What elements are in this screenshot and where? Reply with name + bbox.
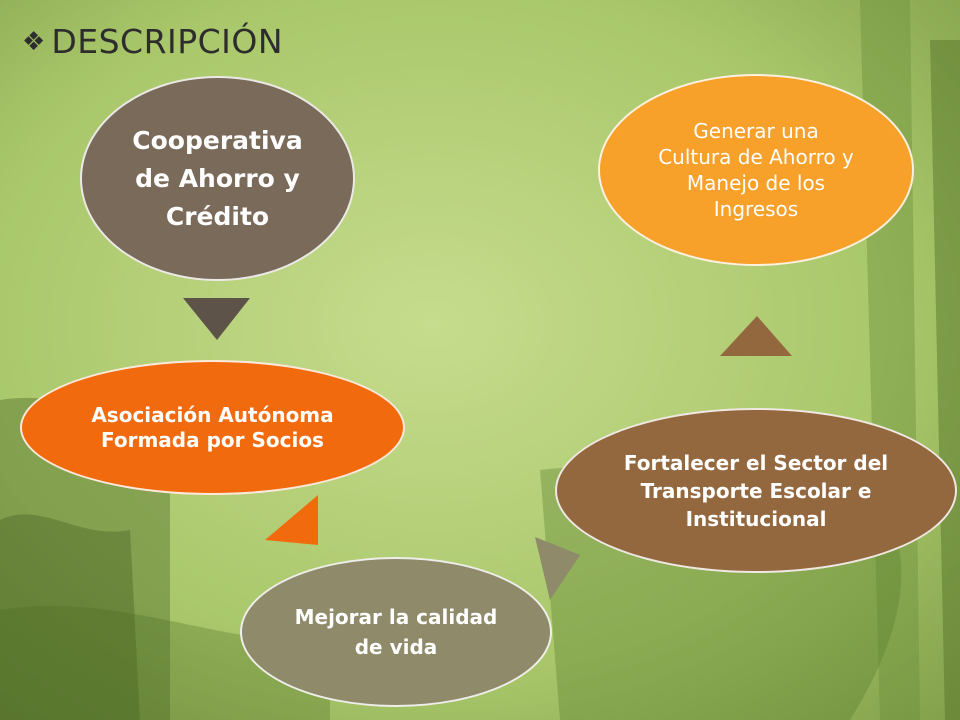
node-cooperativa: Cooperativa de Ahorro y Crédito (80, 76, 355, 281)
diamond-bullet-icon: ❖ (22, 26, 46, 57)
node-label: Cooperativa de Ahorro y Crédito (132, 125, 303, 231)
node-label: Asociación Autónoma Formada por Socios (91, 402, 334, 452)
node-label: Fortalecer el Sector del Transporte Esco… (623, 450, 889, 531)
arrow-gray-icon (535, 537, 580, 600)
node-label: Mejorar la calidad de vida (294, 605, 498, 659)
arrow-orange-icon (265, 495, 318, 545)
node-generar: Generar una Cultura de Ahorro y Manejo d… (598, 74, 914, 266)
node-asociacion: Asociación Autónoma Formada por Socios (20, 360, 405, 495)
slide-title-text: DESCRIPCIÓN (51, 22, 284, 61)
node-mejorar: Mejorar la calidad de vida (240, 557, 552, 707)
node-fortalecer: Fortalecer el Sector del Transporte Esco… (555, 408, 957, 573)
arrow-up-icon (720, 316, 792, 356)
arrow-down-icon (183, 298, 250, 340)
node-label: Generar una Cultura de Ahorro y Manejo d… (658, 119, 854, 221)
slide-title: ❖ DESCRIPCIÓN (22, 22, 283, 61)
